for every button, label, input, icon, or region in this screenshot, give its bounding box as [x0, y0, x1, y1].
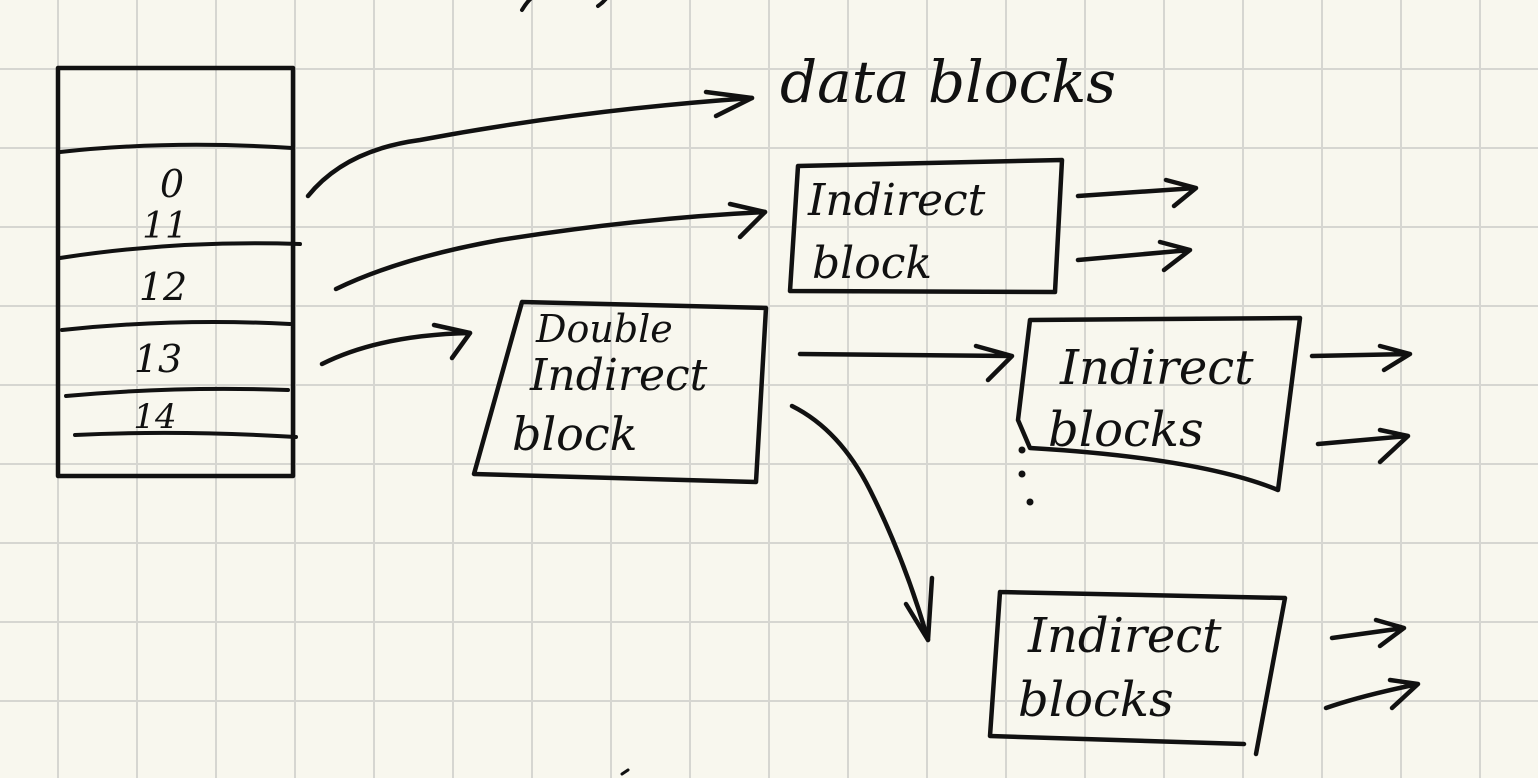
double-indirect-block-label-line1: Double [535, 307, 673, 351]
indirect-blocks-upper-frame [1015, 315, 1303, 493]
indirect-blocks-upper: Indirect blocks [1015, 315, 1413, 506]
inode-row-divider [73, 430, 298, 439]
double-indirect-block-label-line3: block [512, 407, 638, 461]
indirect-block: Indirect block [787, 157, 1199, 295]
indirect-block-frame [787, 157, 1065, 295]
double-indirect-block: Double Indirect block [471, 299, 1015, 643]
inode-entry-0: 0 [160, 162, 184, 206]
arrowhead [903, 575, 935, 643]
indirect-blocks-lower: Indirect blocks [987, 589, 1421, 757]
double-indirect-arrow-down [789, 403, 931, 643]
indirect-blocks-lower-label-line1: Indirect [1027, 608, 1222, 664]
indirect-blocks-lower-pointer-arrow [1329, 617, 1407, 649]
ellipsis-dot [1026, 498, 1034, 506]
indirect-block-pointer-arrow [1075, 239, 1193, 273]
arrow-to-double-indirect-block [319, 330, 473, 367]
inode-row-divider [58, 241, 302, 260]
indirect-blocks-upper-pointer-arrow [1309, 343, 1413, 373]
inode-row-divider [58, 142, 294, 154]
indirect-block-label-line2: block [812, 238, 932, 289]
double-indirect-block-frame [471, 299, 769, 485]
arrowhead [727, 201, 768, 240]
pointer-arrows [305, 89, 768, 367]
indirect-blocks-lower-pointer-arrow [1323, 677, 1421, 711]
arrowhead [703, 89, 755, 119]
cropped-handwriting-stroke [520, 0, 608, 12]
arrow-direct-to-data-blocks [305, 95, 755, 199]
ellipsis-dot [1018, 446, 1026, 454]
indirect-blocks-upper-pointer-arrow [1315, 427, 1411, 465]
arrow-to-indirect-block [333, 209, 768, 292]
inode-table: 0 11 12 13 14 [55, 65, 302, 479]
data-blocks-label: data blocks [780, 48, 1116, 116]
inode-row-divider [64, 386, 290, 398]
inode-entry-13: 13 [134, 337, 182, 381]
indirect-blocks-lower-label-line2: blocks [1018, 672, 1174, 728]
indirect-block-label-line1: Indirect [807, 175, 986, 226]
double-indirect-block-label-line2: Indirect [529, 350, 708, 401]
ellipsis-dot [1018, 470, 1026, 478]
double-indirect-arrow-right [797, 343, 1015, 383]
indirect-blocks-upper-label-line1: Indirect [1059, 340, 1254, 396]
inode-table-frame [55, 65, 296, 479]
indirect-blocks-upper-label-line2: blocks [1048, 402, 1204, 458]
inode-entry-12: 12 [139, 265, 187, 309]
inode-entry-11: 11 [142, 206, 188, 247]
indirect-block-pointer-arrow [1075, 177, 1199, 209]
indirect-blocks-lower-frame [987, 589, 1288, 757]
arrowhead [431, 322, 473, 361]
cropped-handwriting-stroke [620, 768, 630, 776]
inode-row-divider [60, 320, 292, 332]
inode-entry-14: 14 [133, 397, 176, 437]
